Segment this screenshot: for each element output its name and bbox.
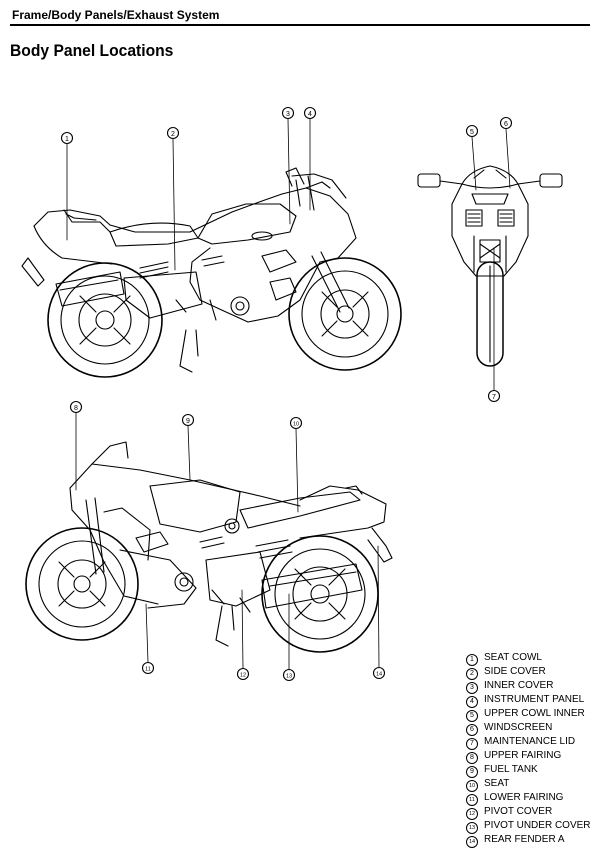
legend-label: PIVOT UNDER COVER [484,820,591,831]
legend-label: REAR FENDER A [484,834,565,845]
motorcycle-right-side-view [25,441,393,653]
motorcycle-left-side-view [21,167,402,378]
svg-text:10: 10 [293,422,299,428]
legend-number: 7 [466,738,478,750]
legend-item: 3 INNER COVER [466,680,591,694]
legend-item: 12 PIVOT COVER [466,806,591,820]
legend-number: 8 [466,752,478,764]
legend-label: PIVOT COVER [484,806,553,817]
legend-item: 9 FUEL TANK [466,764,591,778]
legend-number: 6 [466,724,478,736]
callout-8: 8 [69,400,83,414]
parts-legend: 1 SEAT COWL 2 SIDE COVER 3 INNER COVER 4 INSTRU… [466,652,591,848]
legend-item: 8 UPPER FAIRING [466,750,591,764]
page-title: Body Panel Locations [10,41,174,60]
callout-1: 1 [60,131,74,145]
legend-number: 4 [466,696,478,708]
svg-text:11: 11 [145,667,151,673]
legend-item: 4 INSTRUMENT PANEL [466,694,591,708]
callout-markers: 1 2 3 4 5 6 7 8 9 10 11 12 13 14 [60,106,513,682]
legend-number: 13 [466,822,478,834]
svg-text:2: 2 [171,131,175,138]
legend-label: SEAT [484,778,510,789]
legend-item: 5 UPPER COWL INNER [466,708,591,722]
svg-text:12: 12 [240,673,246,679]
legend-item: 7 MAINTENANCE LID [466,736,591,750]
callout-9: 9 [181,413,195,427]
legend-number: 2 [466,668,478,680]
legend-number: 5 [466,710,478,722]
legend-number: 9 [466,766,478,778]
legend-number: 1 [466,654,478,666]
legend-number: 12 [466,808,478,820]
svg-text:14: 14 [376,672,382,678]
callout-leaders [66,118,511,670]
callout-12: 12 [236,667,250,681]
svg-text:3: 3 [286,111,290,118]
svg-text:8: 8 [74,405,78,412]
callout-10: 10 [289,416,303,430]
legend-label: WINDSCREEN [484,722,553,733]
callout-13: 13 [282,668,296,682]
svg-text:4: 4 [308,111,312,118]
section-header: Frame/Body Panels/Exhaust System [12,8,220,22]
callout-5: 5 [465,124,479,138]
callout-2: 2 [166,126,180,140]
legend-number: 10 [466,780,478,792]
svg-text:6: 6 [504,121,508,128]
callout-3: 3 [281,106,295,120]
legend-label: INNER COVER [484,680,554,691]
legend-item: 10 SEAT [466,778,591,792]
svg-text:13: 13 [286,674,292,680]
legend-label: INSTRUMENT PANEL [484,694,585,705]
legend-number: 11 [466,794,478,806]
callout-11: 11 [141,661,155,675]
svg-text:7: 7 [492,394,496,401]
legend-item: 1 SEAT COWL [466,652,591,666]
legend-item: 11 LOWER FAIRING [466,792,591,806]
callout-4: 4 [303,106,317,120]
legend-number: 14 [466,836,478,848]
legend-item: 6 WINDSCREEN [466,722,591,736]
legend-item: 2 SIDE COVER [466,666,591,680]
svg-text:1: 1 [65,136,69,143]
legend-number: 3 [466,682,478,694]
svg-text:9: 9 [186,418,190,425]
legend-label: SIDE COVER [484,666,546,677]
legend-label: LOWER FAIRING [484,792,564,803]
callout-7: 7 [487,389,501,403]
svg-text:5: 5 [470,129,474,136]
legend-label: MAINTENANCE LID [484,736,576,747]
header-rule [10,24,590,26]
legend-label: FUEL TANK [484,764,538,775]
legend-label: SEAT COWL [484,652,542,663]
callout-14: 14 [372,666,386,680]
legend-label: UPPER COWL INNER [484,708,585,719]
motorcycle-front-view [417,165,563,367]
callout-6: 6 [499,116,513,130]
legend-label: UPPER FAIRING [484,750,562,761]
legend-item: 14 REAR FENDER A [466,834,591,848]
